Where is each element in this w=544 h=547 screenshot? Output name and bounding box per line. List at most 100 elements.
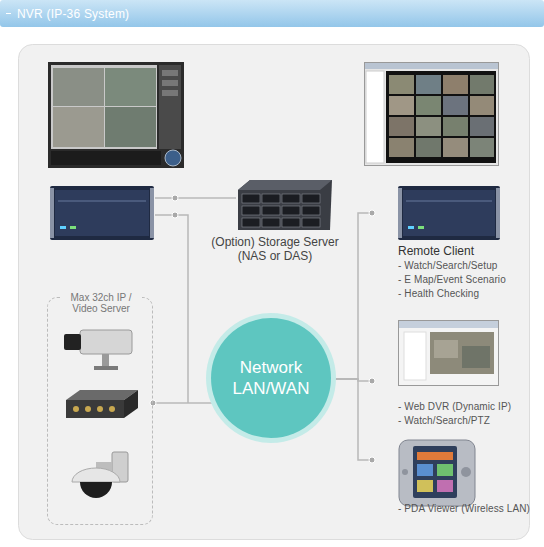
group-heading: Max 32ch IP / Video Server <box>61 292 141 314</box>
pda-icon <box>437 480 453 492</box>
drive-bay <box>242 194 260 203</box>
box-side <box>124 390 138 418</box>
server-led <box>70 226 76 229</box>
camera-group-box: Max 32ch IP / Video Server <box>47 297 153 525</box>
browser-frame <box>399 321 499 386</box>
dome-bubble <box>80 482 112 498</box>
server-stripe <box>406 200 492 202</box>
video-server-box <box>66 390 138 418</box>
bullet-item: - Watch/Search/Setup <box>398 259 537 273</box>
server-handle <box>398 188 402 238</box>
bnc-connector <box>85 406 91 412</box>
bnc-connector <box>109 406 115 412</box>
side-panel <box>404 332 426 380</box>
storage-server <box>238 180 332 230</box>
link-dot <box>369 378 375 384</box>
drive-bay <box>262 206 280 215</box>
remote-client-node: Remote Client- Watch/Search/Setup- E Map… <box>372 178 537 308</box>
server-front <box>55 190 149 236</box>
server-body <box>398 186 500 240</box>
network-link <box>331 379 372 460</box>
storage-server-node: (Option) Storage Server (NAS or DAS) <box>200 176 350 271</box>
nvr-screenshot <box>48 62 184 168</box>
server-handle <box>150 188 154 238</box>
bullet-item: - Health Checking <box>398 287 537 301</box>
pda-icon <box>417 480 433 492</box>
server-body <box>50 186 154 240</box>
drive-bay <box>262 218 280 227</box>
video-view <box>430 332 494 374</box>
server-handle <box>496 188 500 238</box>
window-titlebar <box>365 63 498 69</box>
thumbnail <box>470 75 494 94</box>
node-heading: Remote Client <box>398 244 537 259</box>
video-detail <box>462 346 490 368</box>
camera-mount <box>102 354 109 366</box>
drive-bay <box>242 206 260 215</box>
diagram-title: NVR (IP-36 System) <box>17 7 129 21</box>
bullet-item: - Web DVR (Dynamic IP) <box>398 400 537 414</box>
drive-bay <box>302 194 320 203</box>
wire-dot <box>172 195 178 201</box>
thumbnail <box>443 138 468 157</box>
thumbnail <box>416 75 441 94</box>
pda-button <box>461 467 471 477</box>
drive-bay <box>282 194 300 203</box>
pda-screen-item <box>417 452 453 460</box>
link-dot <box>369 210 375 216</box>
pda-viewer-node: - PDA Viewer (Wireless LAN) <box>372 440 537 522</box>
bnc-connector <box>73 406 79 412</box>
network-link <box>153 402 216 404</box>
wire-dot <box>172 212 178 218</box>
thumbnail <box>443 96 468 115</box>
thumbnail <box>443 75 468 94</box>
header-bar: NVR (IP-36 System) <box>0 0 544 27</box>
network-circle: Network LAN/WAN <box>211 318 331 438</box>
client-screenshot <box>365 63 499 166</box>
pda-body <box>399 440 475 506</box>
nvr-server <box>50 186 154 240</box>
thumbnail <box>389 75 414 94</box>
video-detail <box>434 340 458 358</box>
tree-panel <box>366 71 384 163</box>
nvr-wire <box>155 215 188 403</box>
thumbnail <box>389 96 414 115</box>
storage-top <box>238 180 332 190</box>
camera-lens <box>64 334 81 350</box>
pda-button <box>402 469 408 475</box>
server-front <box>403 190 495 236</box>
control-button <box>162 70 178 76</box>
server-led <box>418 226 424 229</box>
bullet-item: - E Map/Event Scenario <box>398 273 537 287</box>
bullet-item: - PDA Viewer (Wireless LAN) <box>398 502 537 516</box>
server-led <box>60 226 66 229</box>
video-tile <box>105 68 156 106</box>
dome-camera <box>72 452 128 498</box>
dome-housing <box>72 468 120 482</box>
pda-icon <box>437 464 453 476</box>
video-tile <box>53 68 104 106</box>
network-label: Network LAN/WAN <box>223 357 319 399</box>
web-dvr-node: - Web DVR (Dynamic IP)- Watch/Search/PTZ <box>372 318 537 438</box>
toolbar <box>51 151 161 165</box>
server-handle <box>50 188 54 238</box>
drive-bay <box>262 194 280 203</box>
thumbnail <box>389 138 414 157</box>
pda-screen <box>413 446 457 498</box>
camera-body <box>80 330 132 354</box>
drive-bay <box>302 206 320 215</box>
drive-bay <box>242 218 260 227</box>
screen-frame <box>48 62 184 168</box>
header-marker <box>6 13 11 14</box>
thumbnail <box>389 117 414 136</box>
drive-bay <box>282 206 300 215</box>
box-front <box>66 400 124 418</box>
video-tile <box>53 107 104 147</box>
storage-wire <box>155 197 236 199</box>
bnc-connector <box>97 406 103 412</box>
web-dvr-screenshot <box>399 321 499 386</box>
thumbnail-grid <box>389 75 494 157</box>
server-led <box>408 226 414 229</box>
